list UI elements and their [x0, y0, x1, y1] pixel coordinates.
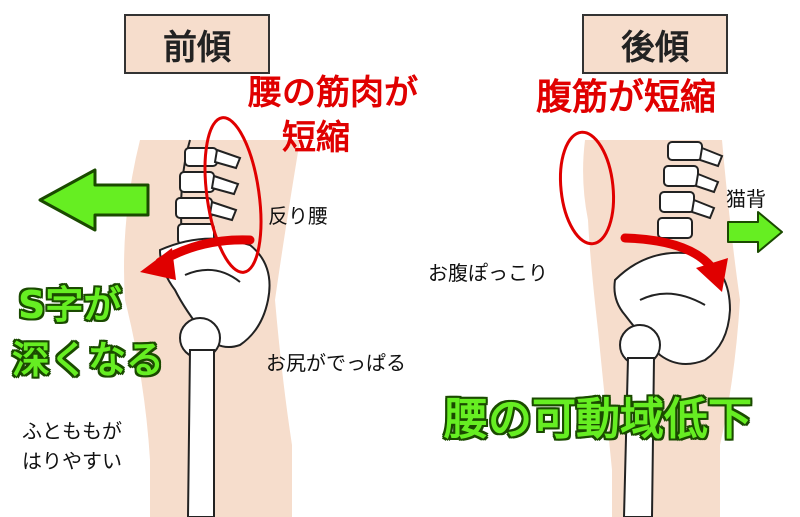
- left-green-arrow: [38, 168, 150, 232]
- thigh-label-1: ふとももが: [22, 419, 122, 443]
- right-green-arrow: [727, 211, 783, 253]
- right-tilt-arrow-head: [696, 258, 728, 292]
- belly-label: お腹ぽっこり: [428, 261, 548, 285]
- left-muscle-ellipse: [203, 116, 263, 274]
- left-muscle-label-1: 腰の筋肉が: [248, 73, 418, 113]
- thigh-label-2: はりやすい: [22, 449, 122, 473]
- right-header: 後傾: [582, 14, 728, 74]
- sway-back-label: 反り腰: [268, 204, 328, 228]
- left-header: 前傾: [124, 14, 270, 74]
- right-femur: [622, 357, 656, 517]
- right-header-text: 後傾: [621, 27, 689, 68]
- abs-label: 腹筋が短縮: [536, 77, 717, 118]
- right-abs-ellipse: [558, 130, 616, 246]
- left-femur: [186, 349, 215, 517]
- right-spine: [657, 141, 724, 239]
- left-muscle-label-2: 短縮: [282, 118, 350, 158]
- s-curve-label-1: S字が: [18, 283, 122, 327]
- buttock-label: お尻がでっぱる: [266, 351, 406, 375]
- hunch-label: 猫背: [726, 187, 766, 211]
- left-header-text: 前傾: [163, 27, 231, 68]
- left-tilt-arrow-head: [140, 248, 176, 280]
- mobility-label: 腰の可動域低下: [444, 394, 752, 445]
- s-curve-label-2: 深くなる: [12, 338, 165, 382]
- right-tilt-arrow: [620, 233, 717, 273]
